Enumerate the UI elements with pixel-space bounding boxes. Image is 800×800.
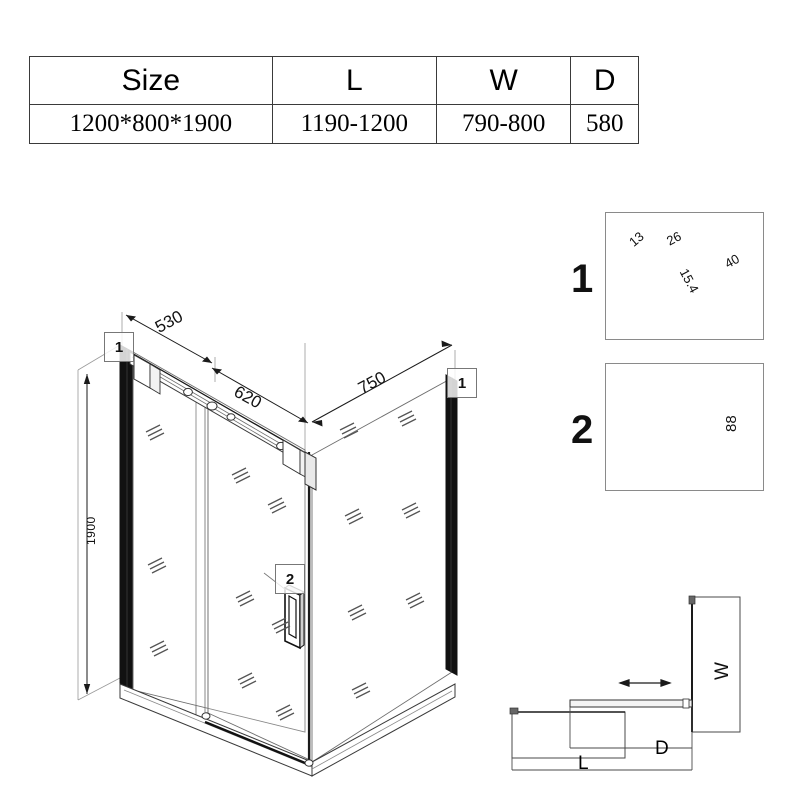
track-bracket-left [133,354,161,395]
cell-w: 790-800 [435,104,572,144]
cell-d: 580 [570,104,639,144]
bottom-threshold-rail [119,683,456,777]
door-handle [284,584,305,650]
detail-1-number: 1 [571,257,594,301]
detail-2-dim-88: 88 [723,415,740,432]
plan-label-w: W [712,662,733,680]
header-w: W [435,56,572,105]
callout-tag-1-right: 1 [447,368,477,398]
plan-label-l: L [578,753,589,774]
cell-l: 1190-1200 [271,104,437,144]
detail-1-box [605,212,764,340]
dimension-530 [125,314,213,364]
wall-profile-post-left [119,344,134,693]
header-l: L [271,56,437,105]
detail-2-number: 2 [571,408,594,452]
detail-2-box [605,363,764,491]
cell-size: 1200*800*1900 [29,104,273,144]
glass-panel-front-fixed [132,351,306,733]
callout-tag-1-left: 1 [104,332,134,362]
dimension-750 [311,340,453,427]
header-size: Size [29,56,273,105]
slide-direction-arrow [618,678,672,688]
dimension-label-1900: 1900 [84,516,98,545]
plan-label-d: D [655,738,669,759]
bottom-guide-roller [201,712,314,767]
table-header-row: Size L W D [29,56,639,105]
wall-profile-post-right [445,374,458,676]
callout-tag-2-handle: 2 [275,564,305,594]
plan-view-diagram [509,595,741,771]
dimension-1900 [83,374,91,694]
header-d: D [570,56,639,105]
door-stopper-block [304,451,317,491]
dimension-620 [211,367,309,424]
specification-table: Size L W D 1200*800*1900 1190-1200 790-8… [29,56,639,144]
table-row: 1200*800*1900 1190-1200 790-800 580 [29,104,639,144]
